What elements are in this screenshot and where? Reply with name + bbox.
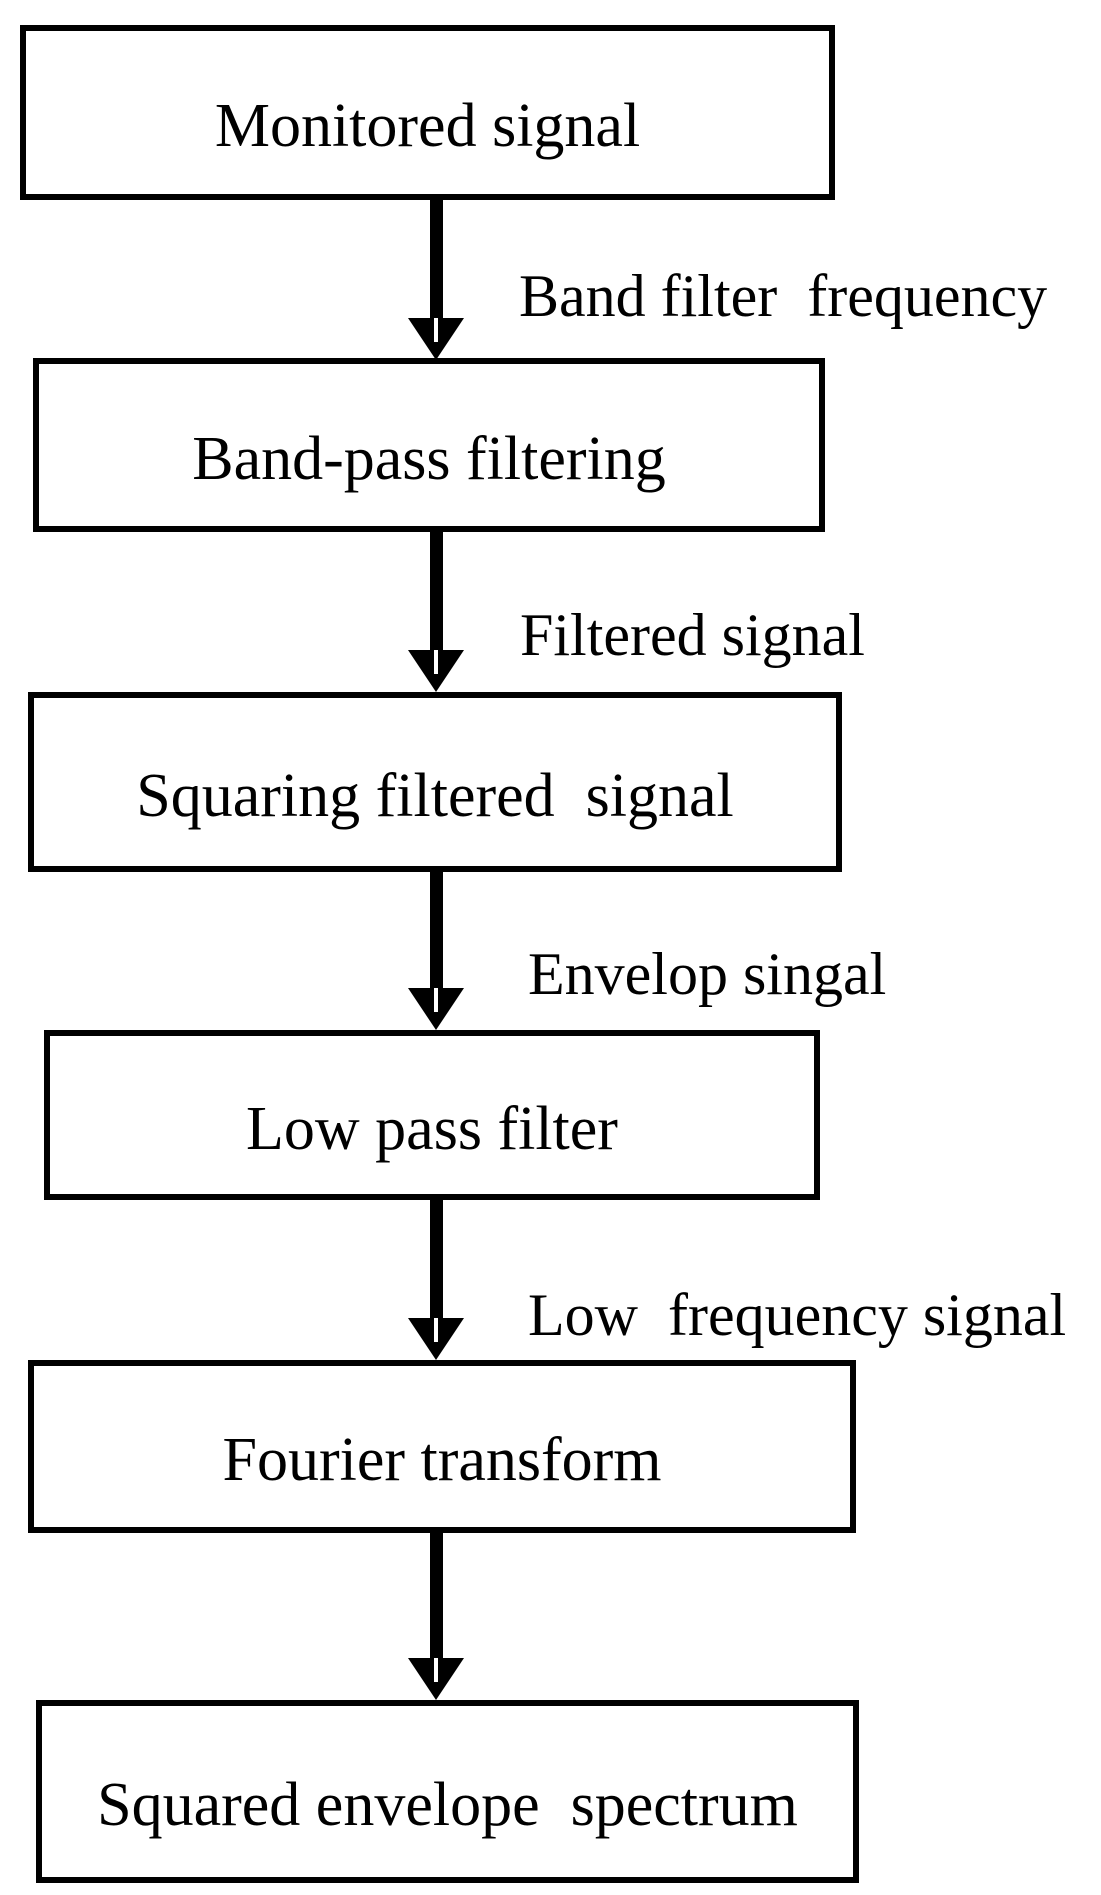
- flowchart-box-fourier-transform: Fourier transform: [28, 1360, 856, 1533]
- box-label-squared-envelope-spectrum: Squared envelope spectrum: [97, 1771, 798, 1839]
- arrow-shaft: [430, 868, 443, 990]
- arrow-label-envelop-singal: Envelop singal: [528, 941, 887, 1007]
- box-label-band-pass-filtering: Band-pass filtering: [192, 424, 666, 493]
- arrow-head-slit: [434, 1318, 438, 1342]
- arrow-head-slit: [434, 988, 438, 1012]
- flowchart-box-low-pass-filter: Low pass filter: [44, 1030, 820, 1200]
- arrow-shaft: [430, 198, 443, 320]
- flowchart-box-squaring-filtered-signal: Squaring filtered signal: [28, 692, 842, 872]
- box-label-low-pass-filter: Low pass filter: [246, 1094, 618, 1163]
- arrow-shaft: [430, 528, 443, 652]
- arrow-label-band-filter-frequency: Band filter frequency: [519, 263, 1048, 329]
- arrow-head-slit: [434, 1658, 438, 1682]
- arrow-shaft: [430, 1530, 443, 1660]
- box-label-fourier-transform: Fourier transform: [222, 1426, 662, 1494]
- flowchart-box-monitored-signal: Monitored signal: [20, 25, 835, 200]
- box-label-monitored-signal: Monitored signal: [214, 92, 641, 160]
- arrow-label-filtered-signal: Filtered signal: [520, 602, 865, 668]
- flowchart-box-band-pass-filtering: Band-pass filtering: [33, 358, 825, 532]
- flowchart-box-squared-envelope-spectrum: Squared envelope spectrum: [36, 1700, 859, 1883]
- arrow-head-slit: [434, 650, 438, 674]
- arrow-shaft: [430, 1196, 443, 1320]
- arrow-head-slit: [434, 318, 438, 342]
- box-label-squaring-filtered-signal: Squaring filtered signal: [136, 761, 734, 830]
- arrow-label-low-frequency-signal: Low frequency signal: [528, 1282, 1067, 1348]
